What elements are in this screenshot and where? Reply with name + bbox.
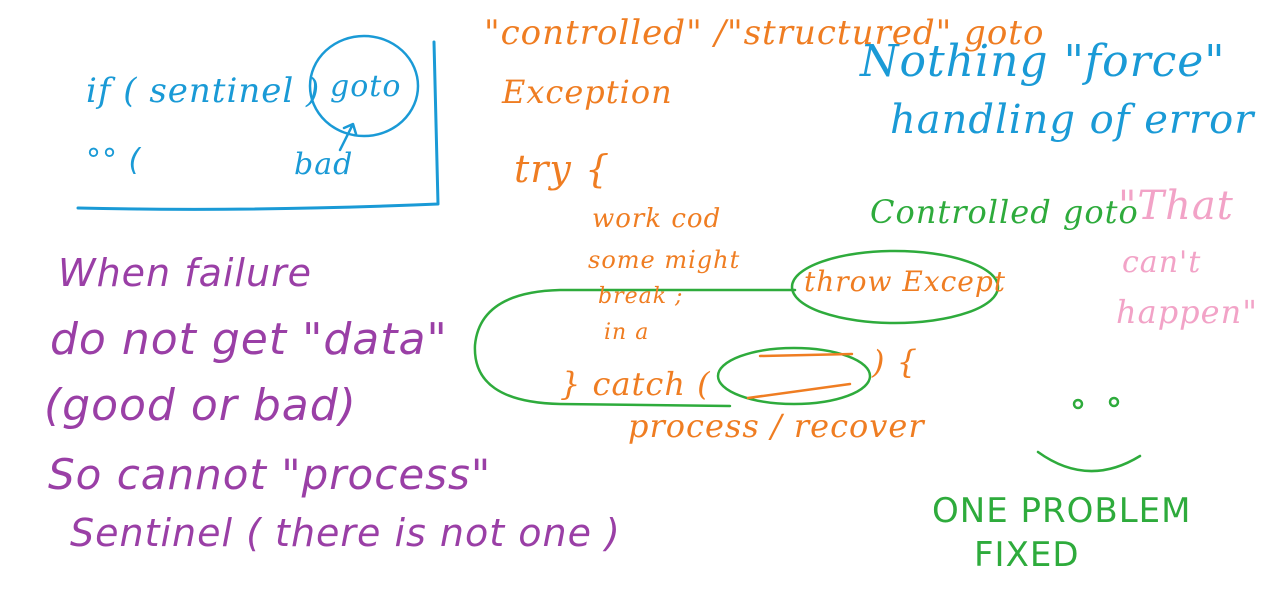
catch-close-brace: ) { [872, 343, 919, 381]
work-code-3: break ; [598, 284, 684, 309]
catch-arg-stroke [746, 352, 854, 400]
bad-to-goto-arrow [338, 122, 358, 152]
so-cannot-process: So cannot "process" [48, 450, 492, 499]
nothing-force: Nothing "force" [860, 36, 1226, 87]
throw-ellipse [790, 249, 1000, 325]
fixed-word: FIXED [974, 535, 1080, 575]
throw-except: throw Except [804, 265, 1007, 298]
do-not-get-data: do not get "data" [50, 314, 448, 365]
throw-catch-loop [473, 288, 797, 408]
cant-quote: can't [1122, 245, 1202, 280]
controlled-structured-goto: "controlled" /"structured" goto [484, 13, 1045, 53]
happen-quote: happen" [1116, 293, 1258, 331]
that-quote: "That [1118, 183, 1234, 229]
smiley-eye-left [1072, 398, 1084, 410]
handling-of-error: handling of error [890, 97, 1255, 143]
sentinel-condition: if ( sentinel ) [86, 71, 321, 111]
catch-keyword: } catch ( [560, 365, 711, 403]
controlled-goto: Controlled goto [870, 193, 1139, 231]
sentinel-none: Sentinel ( there is not one ) [70, 511, 621, 555]
exception-word: Exception [502, 73, 673, 111]
smiley-eye-right [1108, 396, 1120, 408]
when-failure: When failure [58, 251, 313, 295]
frown-face: °° ( [86, 143, 142, 178]
process-recover: process / recover [628, 407, 925, 445]
goto-word: goto [330, 69, 402, 104]
catch-ellipse [716, 346, 872, 406]
one-problem: ONE PROBLEM [932, 491, 1192, 531]
goto-circle [308, 34, 420, 138]
sentinel-box [76, 40, 440, 211]
good-or-bad: (good or bad) [44, 380, 357, 431]
work-code-2: some might [588, 246, 741, 274]
smiley-mouth [1036, 450, 1142, 473]
work-code-4: in a [604, 320, 650, 345]
bad-word: bad [294, 147, 354, 182]
try-keyword: try { [514, 147, 611, 191]
work-code-1: work cod [592, 204, 722, 234]
